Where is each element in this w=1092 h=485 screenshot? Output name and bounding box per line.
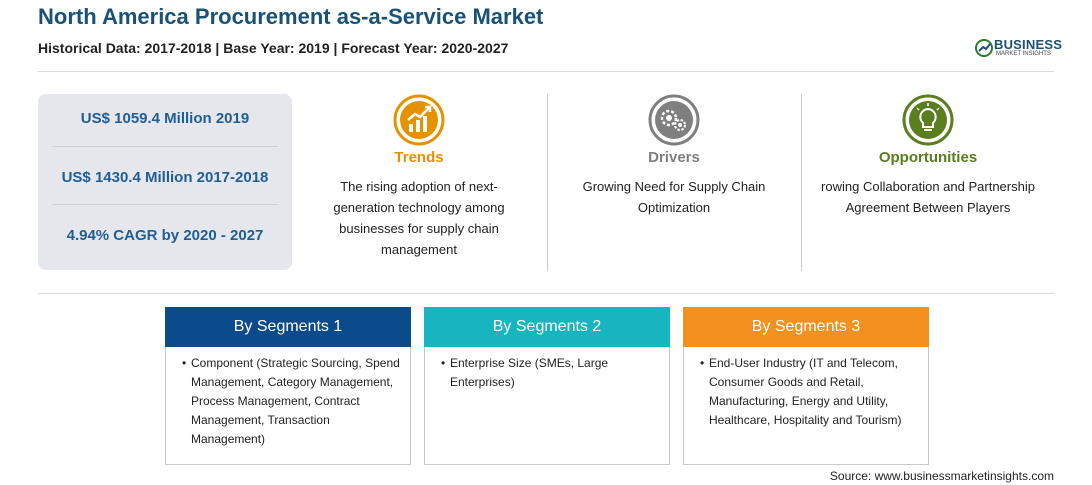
source-credit: Source: www.businessmarketinsights.com (829, 469, 1054, 483)
segment-1-item: Component (Strategic Sourcing, Spend Man… (191, 356, 400, 446)
segment-3-title: By Segments 3 (683, 307, 929, 347)
segment-1-list: • Component (Strategic Sourcing, Spend M… (182, 354, 404, 449)
drivers-column: Drivers Growing Need for Supply Chain Op… (556, 94, 792, 274)
stat-divider (52, 204, 278, 205)
segment-2-item: Enterprise Size (SMEs, Large Enterprises… (450, 356, 609, 389)
segment-card-3: By Segments 3 • End-User Industry (IT an… (683, 307, 929, 465)
drivers-heading: Drivers (648, 149, 700, 166)
page-subtitle: Historical Data: 2017-2018 | Base Year: … (38, 40, 509, 56)
drivers-text: Growing Need for Supply Chain Optimizati… (582, 179, 766, 215)
segment-3-item: End-User Industry (IT and Telecom, Consu… (709, 356, 902, 427)
bullet-icon: • (441, 356, 446, 370)
logo-subtext: MARKET INSIGHTS (996, 51, 1051, 57)
bullet-icon: • (700, 356, 705, 370)
opportunities-text: rowing Collaboration and Partnership Agr… (821, 179, 1035, 215)
trends-heading: Trends (394, 149, 444, 166)
stat-divider (52, 146, 278, 147)
opportunities-column: Opportunities rowing Collaboration and P… (806, 94, 1050, 274)
stats-panel: US$ 1059.4 Million 2019 US$ 1430.4 Milli… (38, 94, 292, 270)
bullet-icon: • (182, 356, 187, 370)
trends-column: Trends The rising adoption of next-gener… (300, 94, 538, 274)
logo-text: BUSINESS (994, 37, 1063, 52)
segment-2-title: By Segments 2 (424, 307, 670, 347)
header-divider (38, 71, 1054, 72)
segment-card-1: By Segments 1 • Component (Strategic Sou… (165, 307, 411, 465)
segment-2-list: • Enterprise Size (SMEs, Large Enterpris… (441, 354, 663, 392)
opportunities-heading: Opportunities (878, 149, 978, 166)
logo-globe-icon (975, 39, 993, 57)
column-divider (801, 94, 802, 271)
stat-market-size-historical: US$ 1430.4 Million 2017-2018 (61, 169, 269, 186)
company-logo: BUSINESS MARKET INSIGHTS (974, 36, 1064, 62)
section-divider (38, 293, 1054, 294)
lightbulb-icon (902, 94, 954, 146)
column-divider (547, 94, 548, 271)
chart-growth-icon (393, 94, 445, 146)
page-title: North America Procurement as-a-Service M… (38, 4, 544, 29)
segment-card-2: By Segments 2 • Enterprise Size (SMEs, L… (424, 307, 670, 465)
segment-1-title: By Segments 1 (165, 307, 411, 347)
trends-text: The rising adoption of next-generation t… (333, 179, 505, 257)
segment-3-list: • End-User Industry (IT and Telecom, Con… (700, 354, 922, 430)
stat-cagr: 4.94% CAGR by 2020 - 2027 (66, 227, 264, 244)
stat-market-size-2019: US$ 1059.4 Million 2019 (80, 110, 250, 127)
gears-icon (648, 94, 700, 146)
